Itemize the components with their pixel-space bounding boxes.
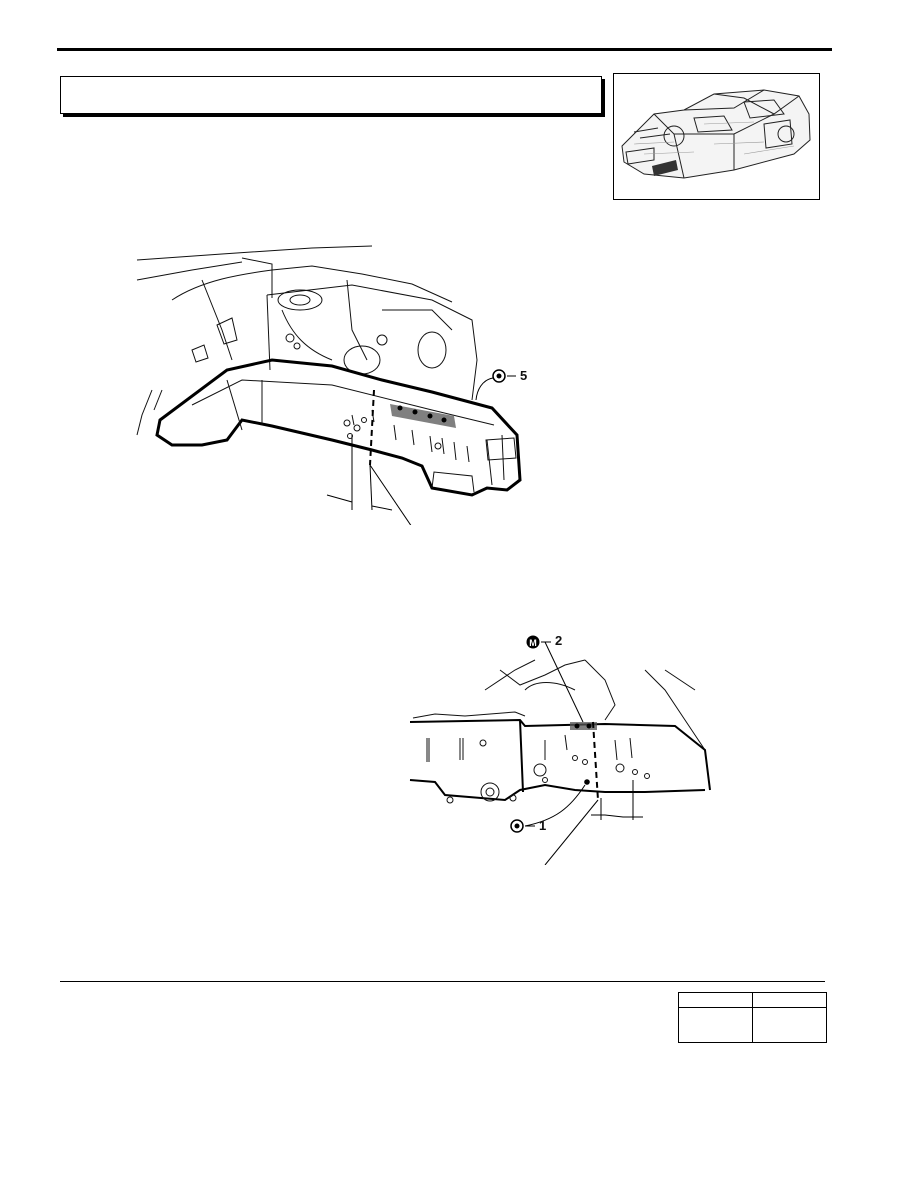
cut-line [592, 721, 599, 801]
footer-rule [60, 981, 825, 982]
section-title-box [60, 76, 602, 114]
car-body-illustration [621, 89, 811, 179]
svg-text:M: M [529, 638, 537, 648]
header-rule [57, 48, 832, 51]
table-row [678, 992, 827, 1008]
callout-label-2: 2 [555, 633, 563, 648]
footer-info-table [678, 992, 827, 1043]
leader-line [369, 464, 415, 531]
highlighted-part-marker [652, 160, 678, 176]
spot-weld-marker-icon [492, 369, 506, 383]
spot-weld-zone [390, 404, 456, 428]
spot-weld-marker-icon [510, 819, 524, 833]
figure-2-side-member-detail: M 2 1 [405, 630, 715, 866]
callout-label-1: 1 [539, 818, 547, 833]
locator-thumbnail [613, 73, 820, 200]
figure-1-front-side-member: 5 [132, 240, 532, 531]
table-row [678, 1007, 827, 1043]
callout-label-5: 5 [520, 368, 528, 383]
cut-line [369, 389, 375, 466]
mig-weld-marker-icon: M [526, 635, 540, 649]
leader-line [544, 799, 599, 866]
